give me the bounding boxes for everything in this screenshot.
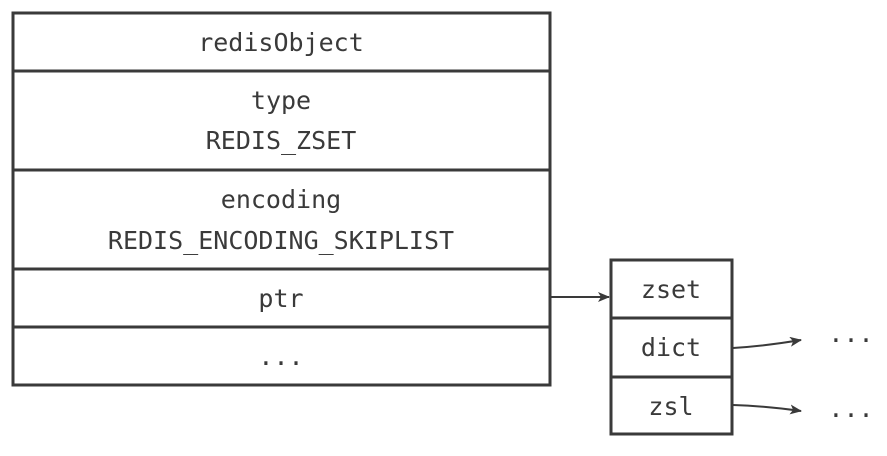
dict-field-label: dict	[641, 333, 701, 362]
zset-title: zset	[641, 275, 701, 304]
zsl-pointer-arrow	[732, 404, 802, 415]
type-field-value: REDIS_ZSET	[206, 126, 357, 155]
zsl-target-ellipsis: ...	[828, 394, 873, 423]
dict-target-ellipsis: ...	[828, 319, 873, 348]
zset-outline	[609, 258, 734, 436]
type-field-label: type	[251, 86, 311, 115]
zsl-field-label: zsl	[648, 392, 693, 421]
redis-object-outline	[11, 11, 552, 387]
redis-object-title: redisObject	[198, 28, 364, 57]
encoding-field-value: REDIS_ENCODING_SKIPLIST	[108, 226, 454, 255]
dict-pointer-arrow	[732, 336, 802, 349]
redis-object-struct: redisObject type REDIS_ZSET encoding RED…	[11, 11, 552, 387]
encoding-field-label: encoding	[221, 185, 341, 214]
ptr-field-label: ptr	[258, 284, 303, 313]
zset-struct: zset dict zsl	[609, 258, 734, 436]
remaining-fields-ellipsis: ...	[258, 342, 303, 371]
